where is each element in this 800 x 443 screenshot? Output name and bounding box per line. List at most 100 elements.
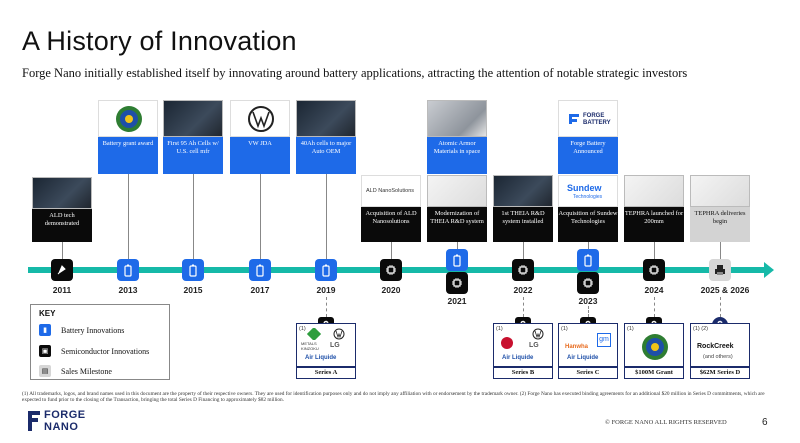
- chip-icon: [452, 278, 462, 288]
- connector: [588, 242, 589, 249]
- node-2025: [709, 259, 731, 281]
- milestone-acq-ald: Acquisition of ALD Nanosolutions: [361, 207, 421, 242]
- atomic-armor-image: [427, 100, 487, 137]
- vw-logo-image: [230, 100, 290, 137]
- sundew-logo-image: Sundew Technologies: [558, 175, 618, 207]
- page-number: 6: [762, 417, 768, 428]
- mitsui-logo-text: METALS KINZOKU: [301, 341, 319, 351]
- ald-nanosolutions-logo: ALD NanoSolutions: [361, 175, 421, 207]
- hanwha-logo-text: Hanwha: [565, 344, 589, 350]
- air-liquide-logo-text: Air Liquide: [305, 355, 337, 361]
- series-d-others: (and others): [703, 354, 733, 360]
- dashed-connector: [326, 297, 327, 317]
- year-2025-2026: 2025 & 2026: [700, 285, 750, 295]
- logo-line1: FORGE: [44, 409, 86, 421]
- node-2019: [315, 259, 337, 281]
- year-2011: 2011: [52, 285, 72, 295]
- forge-nano-logo-icon: [28, 411, 40, 431]
- vw-logo-icon: [248, 106, 274, 132]
- vw-logo-icon: [333, 328, 345, 340]
- cells-image: [163, 100, 223, 137]
- vw-logo-icon: [532, 328, 544, 340]
- doe-seal-icon: [642, 334, 668, 360]
- chip-icon: [649, 265, 659, 275]
- lg-logo-text: LG: [529, 342, 539, 349]
- milestone-vw-jda: VW JDA: [230, 137, 290, 174]
- rockcreek-logo-text: RockCreek: [697, 343, 734, 350]
- battery-icon: [584, 254, 592, 267]
- forge-battery-icon: [569, 114, 579, 124]
- chip-icon: [386, 265, 396, 275]
- year-2022: 2022: [513, 285, 533, 295]
- battery-icon: [322, 264, 330, 277]
- lg-logo-text: LG: [330, 342, 340, 349]
- node-2022: [512, 259, 534, 281]
- page-title: A History of Innovation: [22, 26, 297, 56]
- milestone-battery-grant: Battery grant award: [98, 137, 158, 174]
- milestone-ald-tech: ALD tech demonstrated: [32, 209, 92, 242]
- year-2019: 2019: [316, 285, 336, 295]
- node-2020: [380, 259, 402, 281]
- node-2021-chip: [446, 272, 468, 294]
- milestone-tephra-deliver: TEPHRA deliveries begin: [690, 207, 750, 242]
- series-a-logos: (1) METALS KINZOKU LG Air Liquide: [296, 323, 356, 367]
- key-item-semiconductor: ▣ Semiconductor Innovations: [39, 345, 149, 357]
- series-a-label: Series A: [296, 367, 356, 379]
- ald-tech-image: [32, 177, 92, 209]
- series-d-logos: (1) (2) RockCreek (and others): [690, 323, 750, 367]
- key-item-label: Battery Innovations: [61, 325, 125, 335]
- connector: [128, 174, 129, 262]
- red-logo-icon: [501, 337, 513, 349]
- dashed-connector: [654, 297, 655, 317]
- node-2021-battery: [446, 249, 468, 271]
- forge-battery-logo-text: FORGE BATTERY: [583, 113, 611, 126]
- sundew-logo-text: Sundew: [567, 183, 602, 193]
- air-liquide-logo-text: Air Liquide: [567, 355, 599, 361]
- grant-note: (1): [627, 326, 634, 332]
- printer-icon: [715, 265, 725, 275]
- year-2013: 2013: [118, 285, 138, 295]
- node-2011: [51, 259, 73, 281]
- year-2020: 2020: [381, 285, 401, 295]
- milestone-40ah: 40Ah cells to major Auto OEM: [296, 137, 356, 174]
- milestone-tephra-launch: TEPHRA launched for 200mm: [624, 207, 684, 242]
- milestone-atomic-armor: Atomic Armor Materials in space: [427, 137, 487, 174]
- connector: [391, 242, 392, 262]
- battery-icon: [124, 264, 132, 277]
- milestone-acq-sundew: Acquisition of Sundew Technologies: [558, 207, 618, 242]
- page-subtitle: Forge Nano initially established itself …: [22, 66, 688, 80]
- node-2023-battery: [577, 249, 599, 271]
- copyright: © FORGE NANO ALL RIGHTS RESERVED: [605, 419, 727, 426]
- year-2024: 2024: [644, 285, 664, 295]
- printer-icon: ▤: [39, 365, 51, 377]
- milestone-theia-install: 1st THEIA R&D system installed: [493, 207, 553, 242]
- series-b-label: Series B: [493, 367, 553, 379]
- key-title: KEY: [39, 309, 56, 318]
- rocket-icon: [57, 265, 66, 275]
- series-c-note: (1): [561, 326, 568, 332]
- key-item-sales: ▤ Sales Milestone: [39, 365, 112, 377]
- key-item-label: Sales Milestone: [61, 366, 112, 376]
- doe-seal-icon: [116, 106, 142, 132]
- dashed-connector: [523, 297, 524, 317]
- footnote: (1) All trademarks, logos, and brand nam…: [22, 391, 765, 404]
- series-c-logos: (1) Hanwha gm Air Liquide: [558, 323, 618, 367]
- connector: [260, 174, 261, 262]
- node-2017: [249, 259, 271, 281]
- series-b-logos: (1) LG Air Liquide: [493, 323, 553, 367]
- tephra-deliver-image: [690, 175, 750, 207]
- 40ah-cell-image: [296, 100, 356, 137]
- forge-battery-logo-image: FORGE BATTERY: [558, 100, 618, 137]
- timeline-arrow: [764, 262, 774, 278]
- year-2015: 2015: [183, 285, 203, 295]
- dashed-connector: [720, 297, 721, 317]
- chip-icon: [583, 278, 593, 288]
- series-d-label: $62M Series D: [690, 367, 750, 379]
- node-2023-chip: [577, 272, 599, 294]
- connector: [654, 242, 655, 262]
- series-a-note: (1): [299, 326, 306, 332]
- connector: [457, 242, 458, 249]
- year-2017: 2017: [250, 285, 270, 295]
- node-2013: [117, 259, 139, 281]
- logo-line2: NANO: [44, 421, 79, 433]
